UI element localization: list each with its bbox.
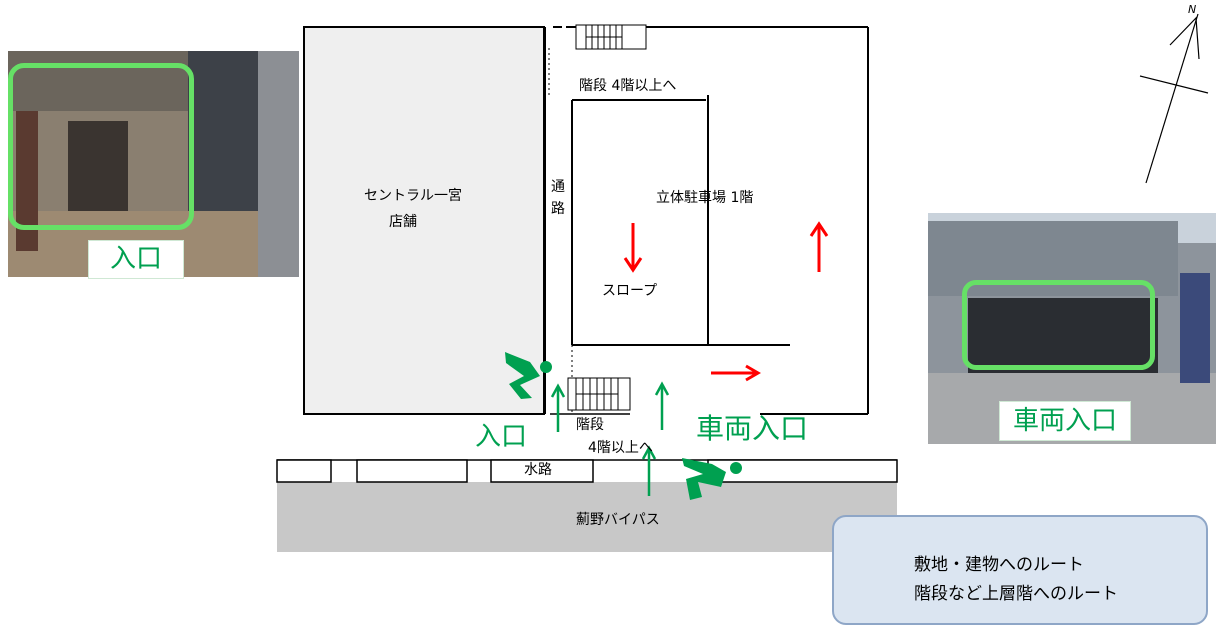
- walking-person-icon: [682, 458, 742, 500]
- arrow-up-icon: [641, 445, 657, 496]
- waterway-segment: [490, 459, 594, 483]
- walking-person-icon: [505, 352, 552, 399]
- photo-tunnel: [968, 298, 1158, 378]
- legend-item-label: 階段など上層階へのルート: [914, 583, 1118, 604]
- vehicle-photo-caption: 車両入口: [999, 401, 1131, 441]
- passage-label: 通: [551, 179, 565, 195]
- legend-box: 敷地・建物へのルート 階段など上層階へのルート: [832, 515, 1208, 625]
- vehicle-entrance-label: 車両入口: [696, 412, 809, 445]
- arrow-up-icon: [809, 221, 829, 272]
- legend-item: 階段など上層階へのルート: [914, 578, 1118, 604]
- arrow-down-icon: [623, 223, 643, 273]
- photo-wall-light: [258, 51, 299, 277]
- photo-ceiling: [8, 51, 188, 111]
- arrow-up-icon: [654, 381, 670, 430]
- entrance-photo-caption: 入口: [88, 240, 184, 279]
- waterway-segment: [356, 459, 468, 483]
- stairs-icon: [575, 24, 647, 50]
- stairs-bottom-label-sub: 4階以上へ: [588, 440, 653, 456]
- entrance-photo: [8, 51, 299, 277]
- slope-label: スロープ: [602, 283, 658, 299]
- photo-sign: [1180, 273, 1210, 383]
- entrance-photo-highlight: [8, 63, 194, 230]
- legend-item: 敷地・建物へのルート: [914, 549, 1084, 575]
- arrow-up-icon: [550, 383, 566, 432]
- road-label: 薊野バイパス: [576, 512, 660, 528]
- parking-label: 立体駐車場 1階: [656, 190, 754, 206]
- stairs-icon: [567, 377, 631, 411]
- stairs-bottom-label: 階段: [576, 417, 604, 433]
- stairs-top-label: 階段 4階以上へ: [579, 78, 677, 94]
- compass-north-label: N: [1188, 3, 1197, 16]
- passage-label-sub: 路: [551, 201, 565, 217]
- compass-icon: [1139, 13, 1209, 184]
- map-drawing: [276, 13, 1209, 601]
- waterway-segment: [276, 459, 332, 483]
- photo-door: [68, 121, 128, 216]
- legend-item-label: 敷地・建物へのルート: [914, 554, 1084, 575]
- store-label: セントラル一宮: [364, 188, 462, 204]
- road-area: [277, 482, 897, 552]
- entrance-label: 入口: [475, 422, 528, 452]
- store-label-sub: 店舗: [389, 214, 417, 230]
- vehicle-photo-highlight: [962, 280, 1155, 370]
- waterway-label: 水路: [524, 462, 552, 478]
- arrow-right-icon: [711, 364, 761, 382]
